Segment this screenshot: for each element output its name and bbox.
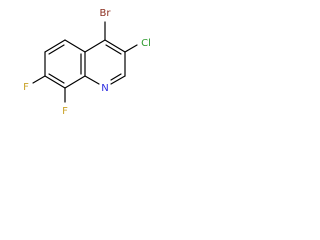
bond-c5-c6 (44, 39, 66, 53)
bond-double-c5-c6 (48, 44, 65, 55)
quinoline-structure: Br Cl N F F (23, 8, 151, 117)
bond-c7-f (32, 75, 46, 84)
molecule-structure-diagram: Br Cl N F F (0, 0, 180, 132)
fluorine-7-atom-label: F (23, 82, 29, 93)
bond-double-c7-c8 (48, 73, 65, 84)
bromine-atom-label: Br (100, 8, 112, 19)
bond-c4a-c4 (84, 39, 106, 53)
bond-n1-c8a (84, 75, 100, 85)
bond-c8-c8a (64, 75, 86, 89)
chlorine-atom-label: Cl (141, 38, 151, 49)
fluorine-8-atom-label: F (62, 106, 68, 117)
bond-double-c4-c3 (105, 44, 122, 55)
bond-double-c2-n1 (110, 73, 122, 81)
bond-c2-n1 (110, 75, 126, 85)
bond-c4-c3 (104, 39, 126, 53)
nitrogen-atom-label: N (101, 83, 108, 94)
bond-c4a-c5 (64, 39, 86, 53)
bond-c7-c8 (44, 75, 66, 89)
bond-c3-cl (124, 44, 138, 53)
